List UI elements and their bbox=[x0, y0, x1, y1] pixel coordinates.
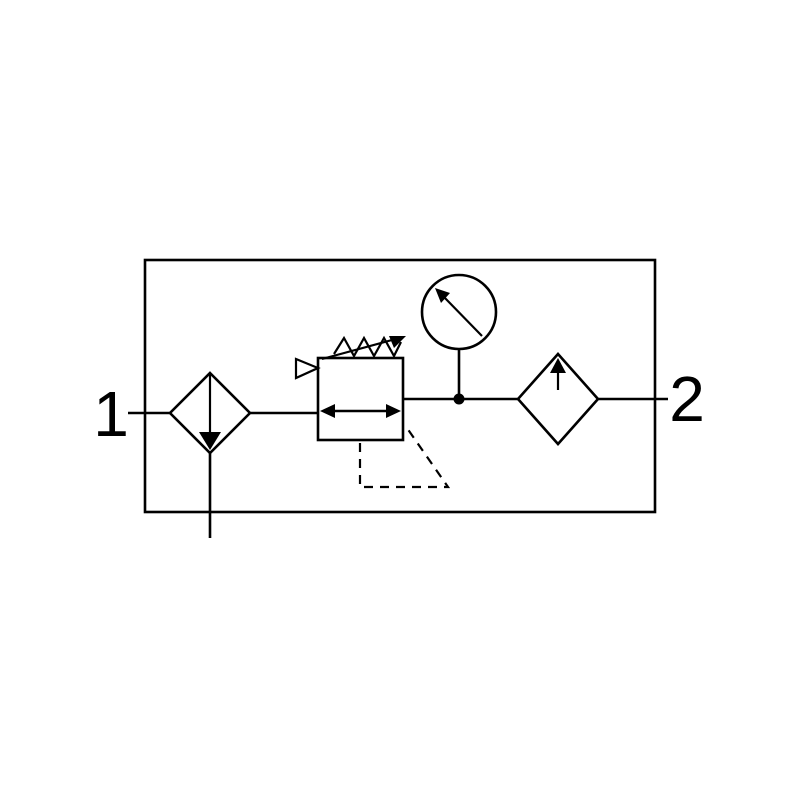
spring-adjust-arrowhead-icon bbox=[389, 336, 406, 348]
pressure-regulator-relieving-symbol bbox=[294, 335, 451, 489]
regulator-body bbox=[316, 356, 405, 442]
enclosure-boundary bbox=[143, 258, 657, 514]
pilot-feedback-line bbox=[358, 427, 451, 489]
filter-drain-triangle-icon bbox=[199, 432, 221, 450]
lubricator-symbol bbox=[516, 352, 600, 446]
port-2-label: 2 bbox=[669, 363, 705, 435]
regulator-flow-arrowhead-right-icon bbox=[386, 404, 401, 418]
spring-adjust-arrow-line bbox=[321, 338, 393, 361]
relief-vent-triangle-icon bbox=[294, 357, 321, 380]
regulator-flow-arrowhead-left-icon bbox=[320, 404, 335, 418]
lubricator-diamond bbox=[516, 352, 600, 446]
port-1-label: 1 bbox=[93, 378, 129, 450]
pressure-gauge-symbol bbox=[420, 273, 498, 405]
gauge-needle-arrowhead-icon bbox=[435, 288, 450, 303]
lubricator-arrowhead-icon bbox=[550, 358, 566, 373]
filter-water-separator-symbol bbox=[168, 371, 252, 538]
gauge-needle bbox=[442, 295, 483, 337]
